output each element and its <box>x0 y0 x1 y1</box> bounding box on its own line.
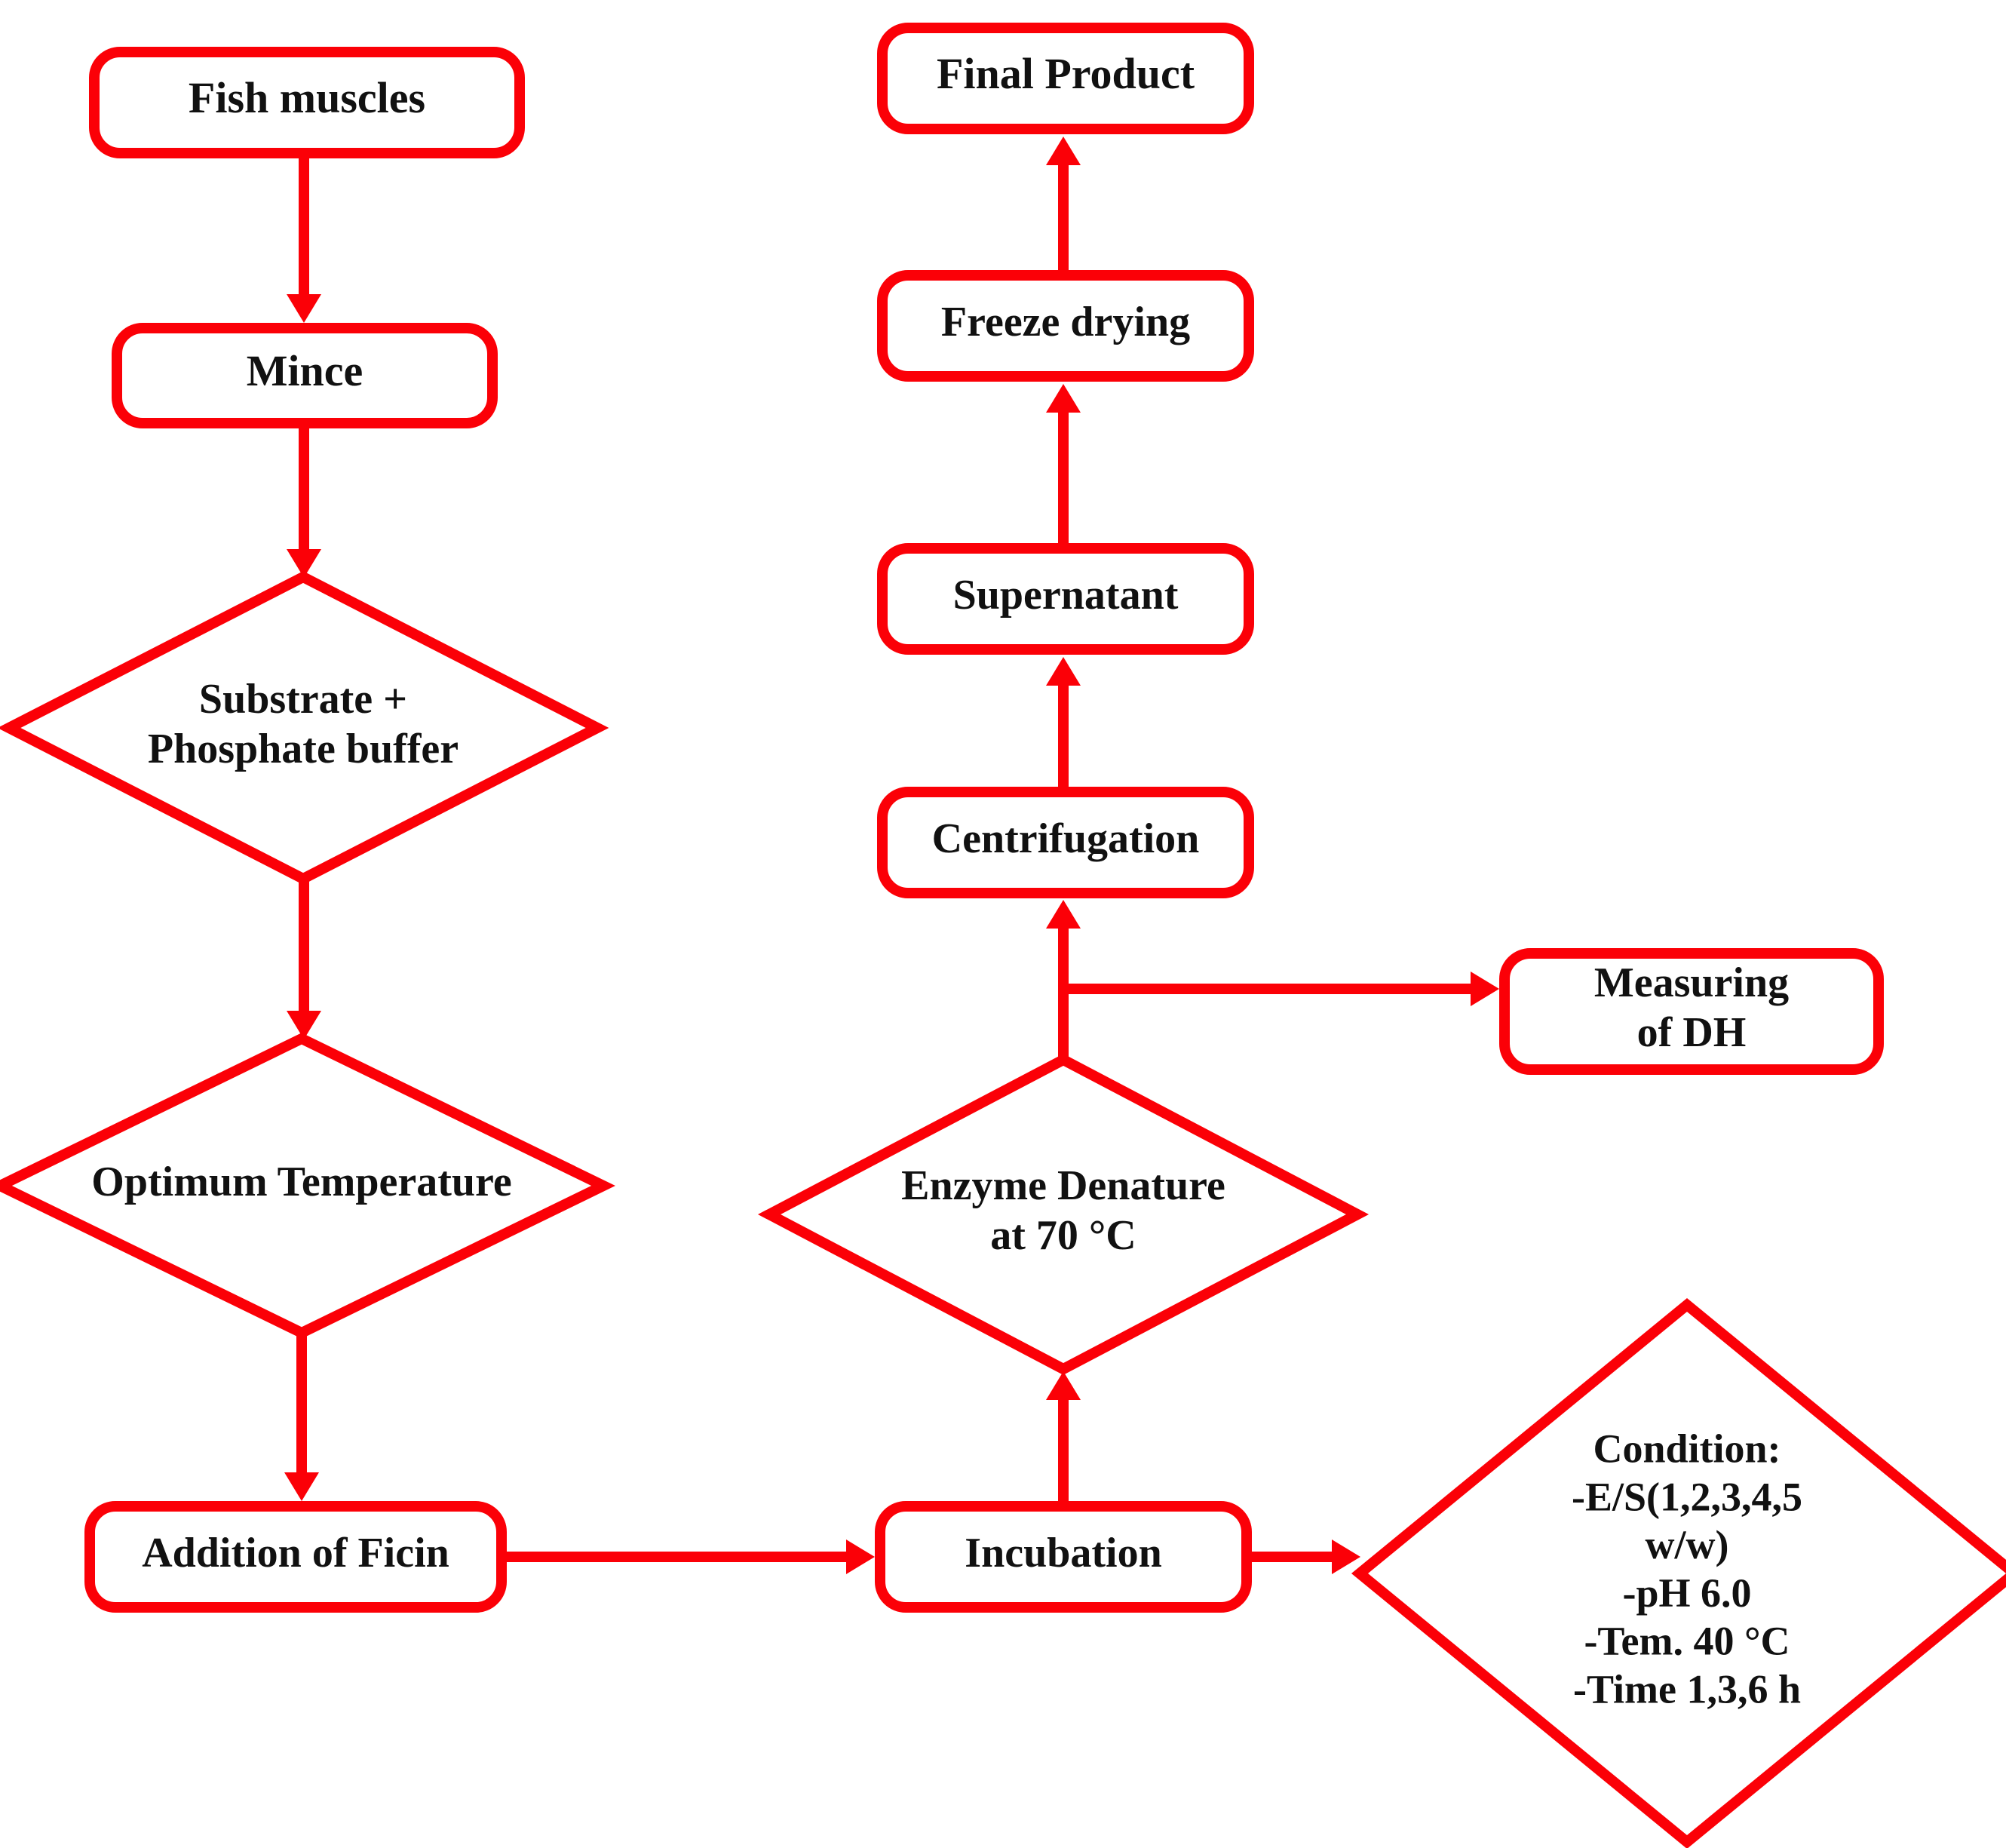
node-label-line: Mince <box>247 346 363 395</box>
edge-substrate-to-optimum <box>287 879 321 1039</box>
arrowhead-icon <box>1046 1371 1081 1400</box>
node-shape-rounded-rect <box>875 1501 1252 1613</box>
node-freeze-drying[interactable]: Freeze drying <box>877 270 1254 382</box>
edge-centrifugation-to-supernatant <box>1046 657 1081 787</box>
arrowhead-icon <box>1046 137 1081 165</box>
node-shape-rounded-rect <box>877 23 1254 134</box>
arrowhead-icon <box>1471 972 1499 1006</box>
node-label: Supernatant <box>953 572 1179 619</box>
node-optimum-temperature[interactable]: Optimum Temperature <box>0 1033 615 1339</box>
edge-supernatant-to-freeze-drying <box>1046 384 1081 543</box>
node-label-line: Enzyme Denature <box>901 1162 1225 1209</box>
arrowhead-icon <box>287 1011 321 1039</box>
node-shape-rounded-rect <box>89 47 525 158</box>
node-fish-muscles[interactable]: Fish muscles <box>89 47 525 158</box>
node-label: Substrate +Phosphate buffer <box>148 676 459 772</box>
arrowhead-icon <box>1332 1539 1360 1574</box>
node-label-line: -Tem. 40 °C <box>1584 1619 1790 1664</box>
node-centrifugation[interactable]: Centrifugation <box>877 787 1254 898</box>
node-label: Freeze drying <box>941 299 1190 345</box>
arrowhead-icon <box>1046 384 1081 413</box>
node-shape-diamond <box>1351 1297 2006 1848</box>
arrowhead-icon <box>287 549 321 578</box>
node-label: Centrifugation <box>932 815 1200 862</box>
node-mince[interactable]: Mince <box>112 323 498 428</box>
edge-fish-muscles-to-mince <box>287 158 321 323</box>
node-label-line: Supernatant <box>953 572 1179 619</box>
arrowhead-icon <box>846 1539 875 1574</box>
edge-incubation-to-enzyme-denature <box>1046 1371 1081 1501</box>
node-label-line: Incubation <box>965 1530 1161 1576</box>
arrowhead-icon <box>1046 657 1081 686</box>
edge-mince-to-substrate <box>287 428 321 578</box>
node-supernatant[interactable]: Supernatant <box>877 543 1254 655</box>
edge-optimum-to-ficin <box>284 1333 319 1501</box>
edge-incubation-to-condition <box>1252 1539 1360 1574</box>
edge-ficin-to-incubation <box>507 1539 875 1574</box>
node-shape-diamond <box>757 1054 1370 1375</box>
arrowhead-icon <box>287 294 321 323</box>
node-addition-of-ficin[interactable]: Addition of Ficin <box>84 1501 507 1613</box>
node-label-line: at 70 °C <box>990 1212 1136 1259</box>
node-label: Mince <box>247 346 363 395</box>
node-label-line: Centrifugation <box>932 815 1200 862</box>
node-substrate-phosphate-buffer[interactable]: Substrate +Phosphate buffer <box>0 571 609 885</box>
node-shape-rounded-rect <box>84 1501 507 1613</box>
node-label-line: -Time 1,3,6 h <box>1573 1667 1801 1712</box>
node-label-line: of DH <box>1637 1009 1747 1056</box>
edge-enzyme-denature-to-measuring-dh <box>1063 972 1499 1006</box>
node-label-line: w/w) <box>1646 1523 1729 1568</box>
node-shape-diamond <box>0 571 609 885</box>
node-shape-rounded-rect <box>877 787 1254 898</box>
node-label-line: -pH 6.0 <box>1622 1570 1751 1616</box>
node-label-line: Fish muscles <box>189 73 425 122</box>
node-shape-rounded-rect <box>112 323 498 428</box>
node-label-line: Optimum Temperature <box>91 1159 511 1205</box>
node-label: Fish muscles <box>189 73 425 122</box>
node-shape-rounded-rect <box>1499 948 1884 1075</box>
arrowhead-icon <box>1046 900 1081 929</box>
node-label-line: Final Product <box>937 49 1195 98</box>
edge-enzyme-denature-to-centrifugation <box>1046 900 1081 1060</box>
arrowhead-icon <box>284 1472 319 1501</box>
edges-layer <box>284 137 1499 1574</box>
node-label-line: Phosphate buffer <box>148 726 459 772</box>
node-label: Incubation <box>965 1530 1161 1576</box>
node-label: Final Product <box>937 49 1195 98</box>
node-label-line: Substrate + <box>199 676 407 723</box>
node-shape-rounded-rect <box>877 270 1254 382</box>
node-label-line: -E/S(1,2,3,4,5 <box>1572 1475 1802 1520</box>
node-shape-diamond <box>0 1033 615 1339</box>
node-label-line: Condition: <box>1593 1426 1781 1472</box>
node-final-product[interactable]: Final Product <box>877 23 1254 134</box>
node-label-line: Addition of Ficin <box>142 1530 449 1576</box>
node-shape-rounded-rect <box>877 543 1254 655</box>
node-label: Addition of Ficin <box>142 1530 449 1576</box>
node-label: Optimum Temperature <box>91 1159 511 1205</box>
node-label-line: Measuring <box>1594 959 1789 1006</box>
edge-freeze-drying-to-final-product <box>1046 137 1081 270</box>
node-label-line: Freeze drying <box>941 299 1190 345</box>
node-incubation[interactable]: Incubation <box>875 1501 1252 1613</box>
